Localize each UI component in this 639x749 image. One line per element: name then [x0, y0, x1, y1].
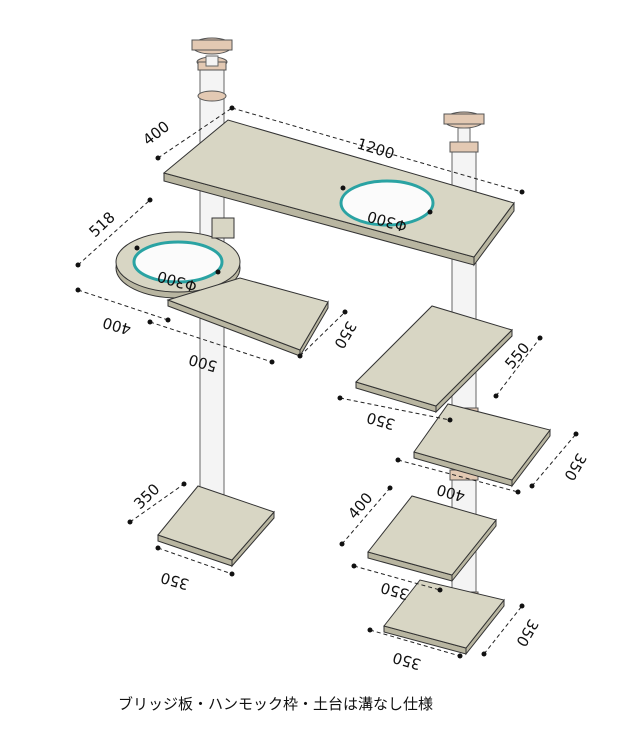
caption: ブリッジ板・ハンモック枠・土台は溝なし仕様 [118, 695, 434, 713]
dim-hammock-offset: 518 [85, 208, 118, 241]
dim-hammock-width: 400 [101, 313, 133, 338]
bridge-hole [339, 179, 435, 227]
dim-base-right-b: 350 [391, 648, 423, 673]
dim-right-shelf2-width: 350 [560, 450, 590, 484]
hammock-hole [132, 240, 224, 284]
dim-left-shelf-width: 350 [330, 318, 360, 352]
dimension-dots [75, 105, 579, 659]
left-base [157, 485, 275, 568]
right-base [383, 579, 505, 656]
dim-right-shelf3-width: 350 [379, 578, 411, 603]
hammock-frame [115, 217, 241, 299]
left-shelf [166, 277, 329, 358]
dim-right-shelf1-length: 550 [501, 339, 533, 373]
right-shelf-1 [355, 305, 513, 414]
dim-right-shelf1-width: 350 [365, 408, 397, 433]
right-shelf-2 [413, 403, 551, 488]
right-shelf-3 [367, 495, 497, 583]
dim-base-left-b: 350 [159, 568, 191, 593]
dim-base-left-a: 350 [130, 480, 163, 513]
bridge-board [162, 119, 515, 267]
dimension-lines [77, 107, 577, 657]
dim-base-right-a: 350 [512, 616, 542, 650]
dim-right-shelf3-length: 400 [344, 489, 376, 523]
dim-bridge-width: 400 [139, 117, 173, 149]
